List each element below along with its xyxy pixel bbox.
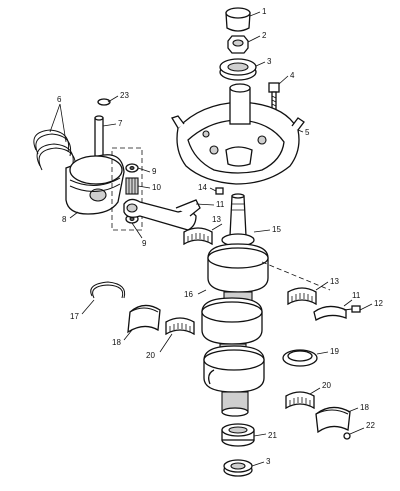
callout-2: 2 [262,31,267,40]
part-seal-ring [282,349,318,367]
part-piston-pin [94,115,104,157]
part-key [215,187,224,195]
part-housing [171,83,305,185]
part-lower-seal [223,459,253,477]
alignment-dashed-line [261,261,331,291]
part-race-left [127,304,161,334]
callout-11-left: 11 [216,200,225,209]
callout-20-right: 20 [322,381,331,390]
callout-8: 8 [62,215,67,224]
part-bearing-half-left [183,227,213,246]
callout-1: 1 [262,7,267,16]
callout-12: 12 [374,299,383,308]
callout-10: 10 [152,183,161,192]
callout-7: 7 [118,119,123,128]
part-cage-left [165,317,195,336]
callout-11-right: 11 [352,291,361,300]
part-clip [97,98,111,106]
callout-13-right: 13 [330,277,339,286]
part-bearing-half-right [287,287,317,306]
callout-4: 4 [290,71,295,80]
part-upper-seal [219,58,257,81]
callout-15: 15 [272,225,281,234]
callout-18-left: 18 [112,338,121,347]
part-cap-screw [343,305,361,313]
callout-22: 22 [366,421,375,430]
part-piston [65,154,125,215]
callout-16: 16 [184,290,193,299]
callout-labels: 1 2 3 4 5 6 7 8 9 9 10 11 11 12 13 13 14… [57,7,383,466]
leader-lines [49,11,373,467]
part-crankshaft [201,193,269,417]
part-nut [227,35,249,54]
callout-3-upper: 3 [267,57,272,66]
callout-9-lower: 9 [142,239,147,248]
part-cage-right [285,391,315,410]
part-piston-rings [33,129,76,173]
callout-6: 6 [57,95,62,104]
callout-23: 23 [120,91,129,100]
part-connecting-rod [123,198,201,231]
callout-13-left: 13 [212,215,221,224]
callout-20-left: 20 [146,351,155,360]
part-retaining-ring [90,281,126,299]
callout-21: 21 [268,431,277,440]
part-cap [225,7,251,32]
callout-19: 19 [330,347,339,356]
part-lower-bearing [221,423,255,447]
part-rod-cap-right [313,305,347,321]
callout-18-right: 18 [360,403,369,412]
callout-3-lower: 3 [266,457,271,466]
callout-14: 14 [198,183,207,192]
callout-5: 5 [305,128,310,137]
callout-9-upper: 9 [152,167,157,176]
part-needle-bearing-small [125,177,139,195]
part-dowel [343,432,351,440]
callout-17: 17 [70,312,79,321]
part-race-right [315,406,351,434]
